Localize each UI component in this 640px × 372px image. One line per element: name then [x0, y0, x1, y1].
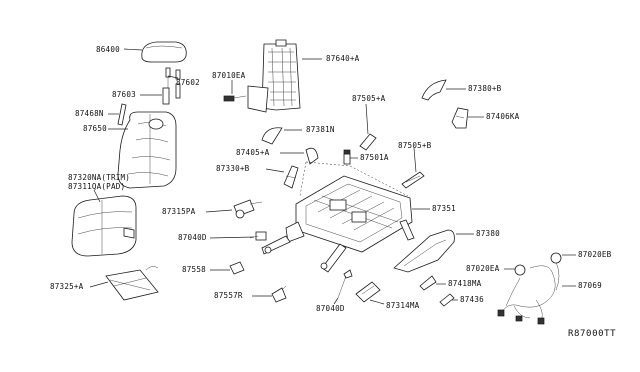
bracket-87330b-part[interactable]	[283, 165, 299, 189]
label-87405a: 87405+A	[236, 148, 270, 157]
cover-87380b-part[interactable]	[421, 79, 447, 101]
label-87069: 87069	[578, 281, 602, 290]
label-87380: 87380	[476, 229, 500, 238]
label-87040d-left: 87040D	[178, 233, 207, 242]
cover-87314ma-part[interactable]	[355, 281, 381, 303]
connector-87557r-part[interactable]	[271, 285, 287, 303]
label-87418ma: 87418MA	[448, 279, 482, 288]
label-87505b: 87505+B	[398, 141, 432, 150]
headrest-guide-part[interactable]	[162, 67, 181, 105]
seat-frame-part[interactable]	[261, 161, 415, 273]
harness-87069-part[interactable]	[497, 252, 562, 325]
clip-87558-part[interactable]	[229, 261, 245, 275]
label-87381n: 87381N	[306, 125, 335, 134]
cover-87418ma-part[interactable]	[419, 275, 437, 291]
bracket-87505a-part[interactable]	[359, 103, 377, 151]
bolt-87010ea-part[interactable]	[223, 95, 247, 102]
label-87640a: 87640+A	[326, 54, 360, 63]
label-87325a: 87325+A	[50, 282, 84, 291]
cover-87325a-part[interactable]	[105, 266, 159, 301]
label-86400: 86400	[96, 45, 120, 54]
seatback-frame-part[interactable]	[247, 39, 301, 113]
label-87351: 87351	[432, 204, 456, 213]
label-87020eb: 87020EB	[578, 250, 612, 259]
label-87020ea: 87020EA	[466, 264, 500, 273]
bolt-87040d-left-part[interactable]	[249, 231, 267, 241]
bolt-87040d-bottom-part[interactable]	[337, 269, 353, 299]
seatback-cushion-part[interactable]	[117, 111, 177, 189]
switch-87501a-part[interactable]	[343, 149, 351, 165]
finisher-87381n-part[interactable]	[261, 127, 283, 145]
label-87603: 87603	[112, 90, 136, 99]
motor-87315pa-part[interactable]	[233, 199, 263, 219]
label-87602: 87602	[176, 78, 200, 87]
label-87557r: 87557R	[214, 291, 243, 300]
diagram-reference-code: R87000TT	[568, 329, 616, 339]
label-87558: 87558	[182, 265, 206, 274]
cover-87406ka-part[interactable]	[451, 107, 469, 129]
label-87010ea: 87010EA	[212, 71, 246, 80]
bracket-87505b-part[interactable]	[401, 171, 425, 189]
label-87314ma: 87314MA	[386, 301, 420, 310]
label-87650: 87650	[83, 124, 107, 133]
side-finisher-87380-part[interactable]	[393, 229, 455, 273]
headrest-part[interactable]	[141, 41, 187, 63]
seat-cushion-part[interactable]	[71, 195, 137, 257]
label-87040d-bottom: 87040D	[316, 304, 345, 313]
label-87320na: 87320NA(TRIM)	[68, 173, 130, 182]
label-87468n: 87468N	[75, 109, 104, 118]
label-87311qa: 87311QA(PAD)	[68, 182, 125, 191]
knob-87405a-part[interactable]	[305, 147, 319, 165]
label-87436: 87436	[460, 295, 484, 304]
clip-87468n-part[interactable]	[117, 103, 127, 126]
label-87380b: 87380+B	[468, 84, 502, 93]
label-87315pa: 87315PA	[162, 207, 196, 216]
label-87406ka: 87406KA	[486, 112, 520, 121]
knob-87436-part[interactable]	[439, 293, 455, 307]
label-87505a: 87505+A	[352, 94, 386, 103]
label-87330b: 87330+B	[216, 164, 250, 173]
label-87501a: 87501A	[360, 153, 389, 162]
